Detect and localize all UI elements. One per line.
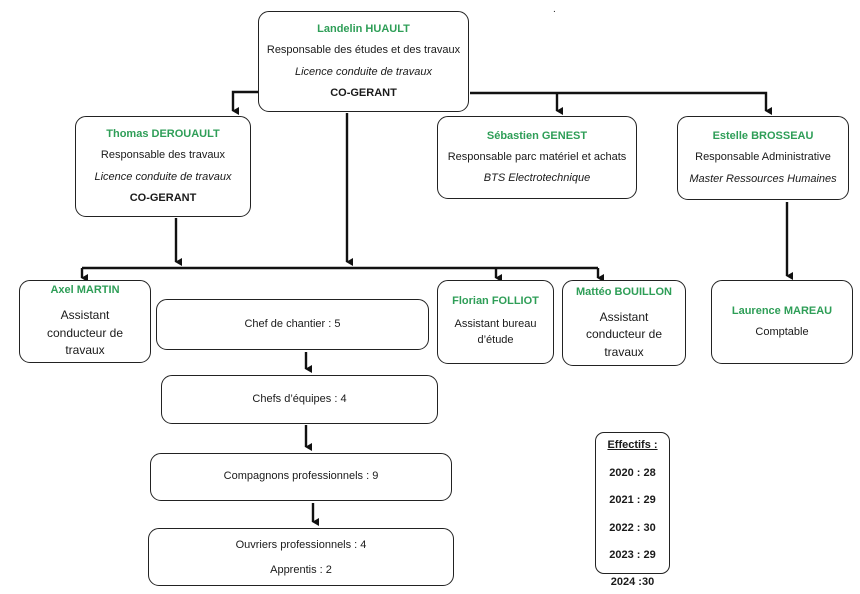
effectifs-row: 2021 : 29	[609, 494, 656, 507]
team-box-compagnons: Compagnons professionnels : 9	[150, 453, 452, 501]
person-role: Responsable des travaux	[100, 149, 226, 162]
team-box-ouvriers: Ouvriers professionnels : 4 Apprentis : …	[148, 528, 454, 586]
effectifs-row: 2022 : 30	[609, 521, 656, 534]
person-name: Landelin HUAULT	[317, 23, 410, 36]
person-name: Sébastien GENEST	[486, 129, 588, 142]
team-label: Compagnons professionnels : 9	[223, 470, 379, 483]
effectifs-title: Effectifs :	[607, 439, 658, 451]
org-box-brosseau: Estelle BROSSEAU Responsable Administrat…	[677, 116, 849, 200]
person-diploma: Master Ressources Humaines	[689, 172, 837, 185]
person-role: Responsable des études et des travaux	[266, 44, 461, 57]
org-box-mareau: Laurence MAREAU Comptable	[711, 280, 853, 364]
org-box-genest: Sébastien GENEST Responsable parc matéri…	[437, 116, 637, 199]
org-box-bouillon: Mattéo BOUILLON Assistant conducteur de …	[562, 280, 686, 366]
effectifs-row: 2023 : 29	[609, 548, 656, 561]
effectifs-row: 2024 :30	[610, 575, 655, 588]
team-label: Chef de chantier : 5	[244, 317, 341, 330]
org-box-derouault: Thomas DEROUAULT Responsable des travaux…	[75, 116, 251, 217]
team-label: Apprentis : 2	[270, 564, 332, 576]
org-box-huault: Landelin HUAULT Responsable des études e…	[258, 11, 469, 112]
person-name: Mattéo BOUILLON	[576, 285, 672, 298]
person-name: Estelle BROSSEAU	[712, 130, 814, 143]
person-role: Assistant conducteur de travaux	[46, 308, 124, 358]
person-diploma: Licence conduite de travaux	[295, 65, 432, 78]
person-diploma: Licence conduite de travaux	[94, 170, 232, 183]
person-role: Comptable	[755, 326, 809, 338]
team-label: Chefs d’équipes : 4	[252, 392, 347, 405]
person-status: CO-GERANT	[330, 86, 397, 99]
person-role: Responsable Administrative	[695, 151, 831, 164]
org-box-martin: Axel MARTIN Assistant conducteur de trav…	[19, 280, 151, 363]
effectifs-box: Effectifs : 2020 : 28 2021 : 29 2022 : 3…	[595, 432, 670, 588]
person-role: Responsable parc matériel et achats	[447, 150, 627, 163]
person-name: Florian FOLLIOT	[452, 295, 539, 308]
person-name: Thomas DEROUAULT	[106, 128, 220, 141]
person-role: Assistant conducteur de travaux	[585, 309, 663, 359]
stray-dot: .	[553, 4, 556, 15]
effectifs-row: 2020 : 28	[609, 467, 656, 480]
connector-top-right	[470, 91, 772, 115]
team-box-chef-chantier: Chef de chantier : 5	[156, 299, 429, 350]
person-status: CO-GERANT	[129, 191, 197, 204]
person-name: Laurence MAREAU	[731, 304, 833, 317]
connector-top-left	[231, 90, 258, 115]
person-name: Axel MARTIN	[50, 284, 120, 297]
person-role: Assistant bureau d’étude	[454, 317, 537, 346]
org-box-folliot: Florian FOLLIOT Assistant bureau d’étude	[437, 280, 554, 364]
team-box-chefs-equipes: Chefs d’équipes : 4	[161, 375, 438, 424]
person-diploma: BTS Electrotechnique	[483, 172, 591, 185]
team-label: Ouvriers professionnels : 4	[235, 538, 367, 551]
